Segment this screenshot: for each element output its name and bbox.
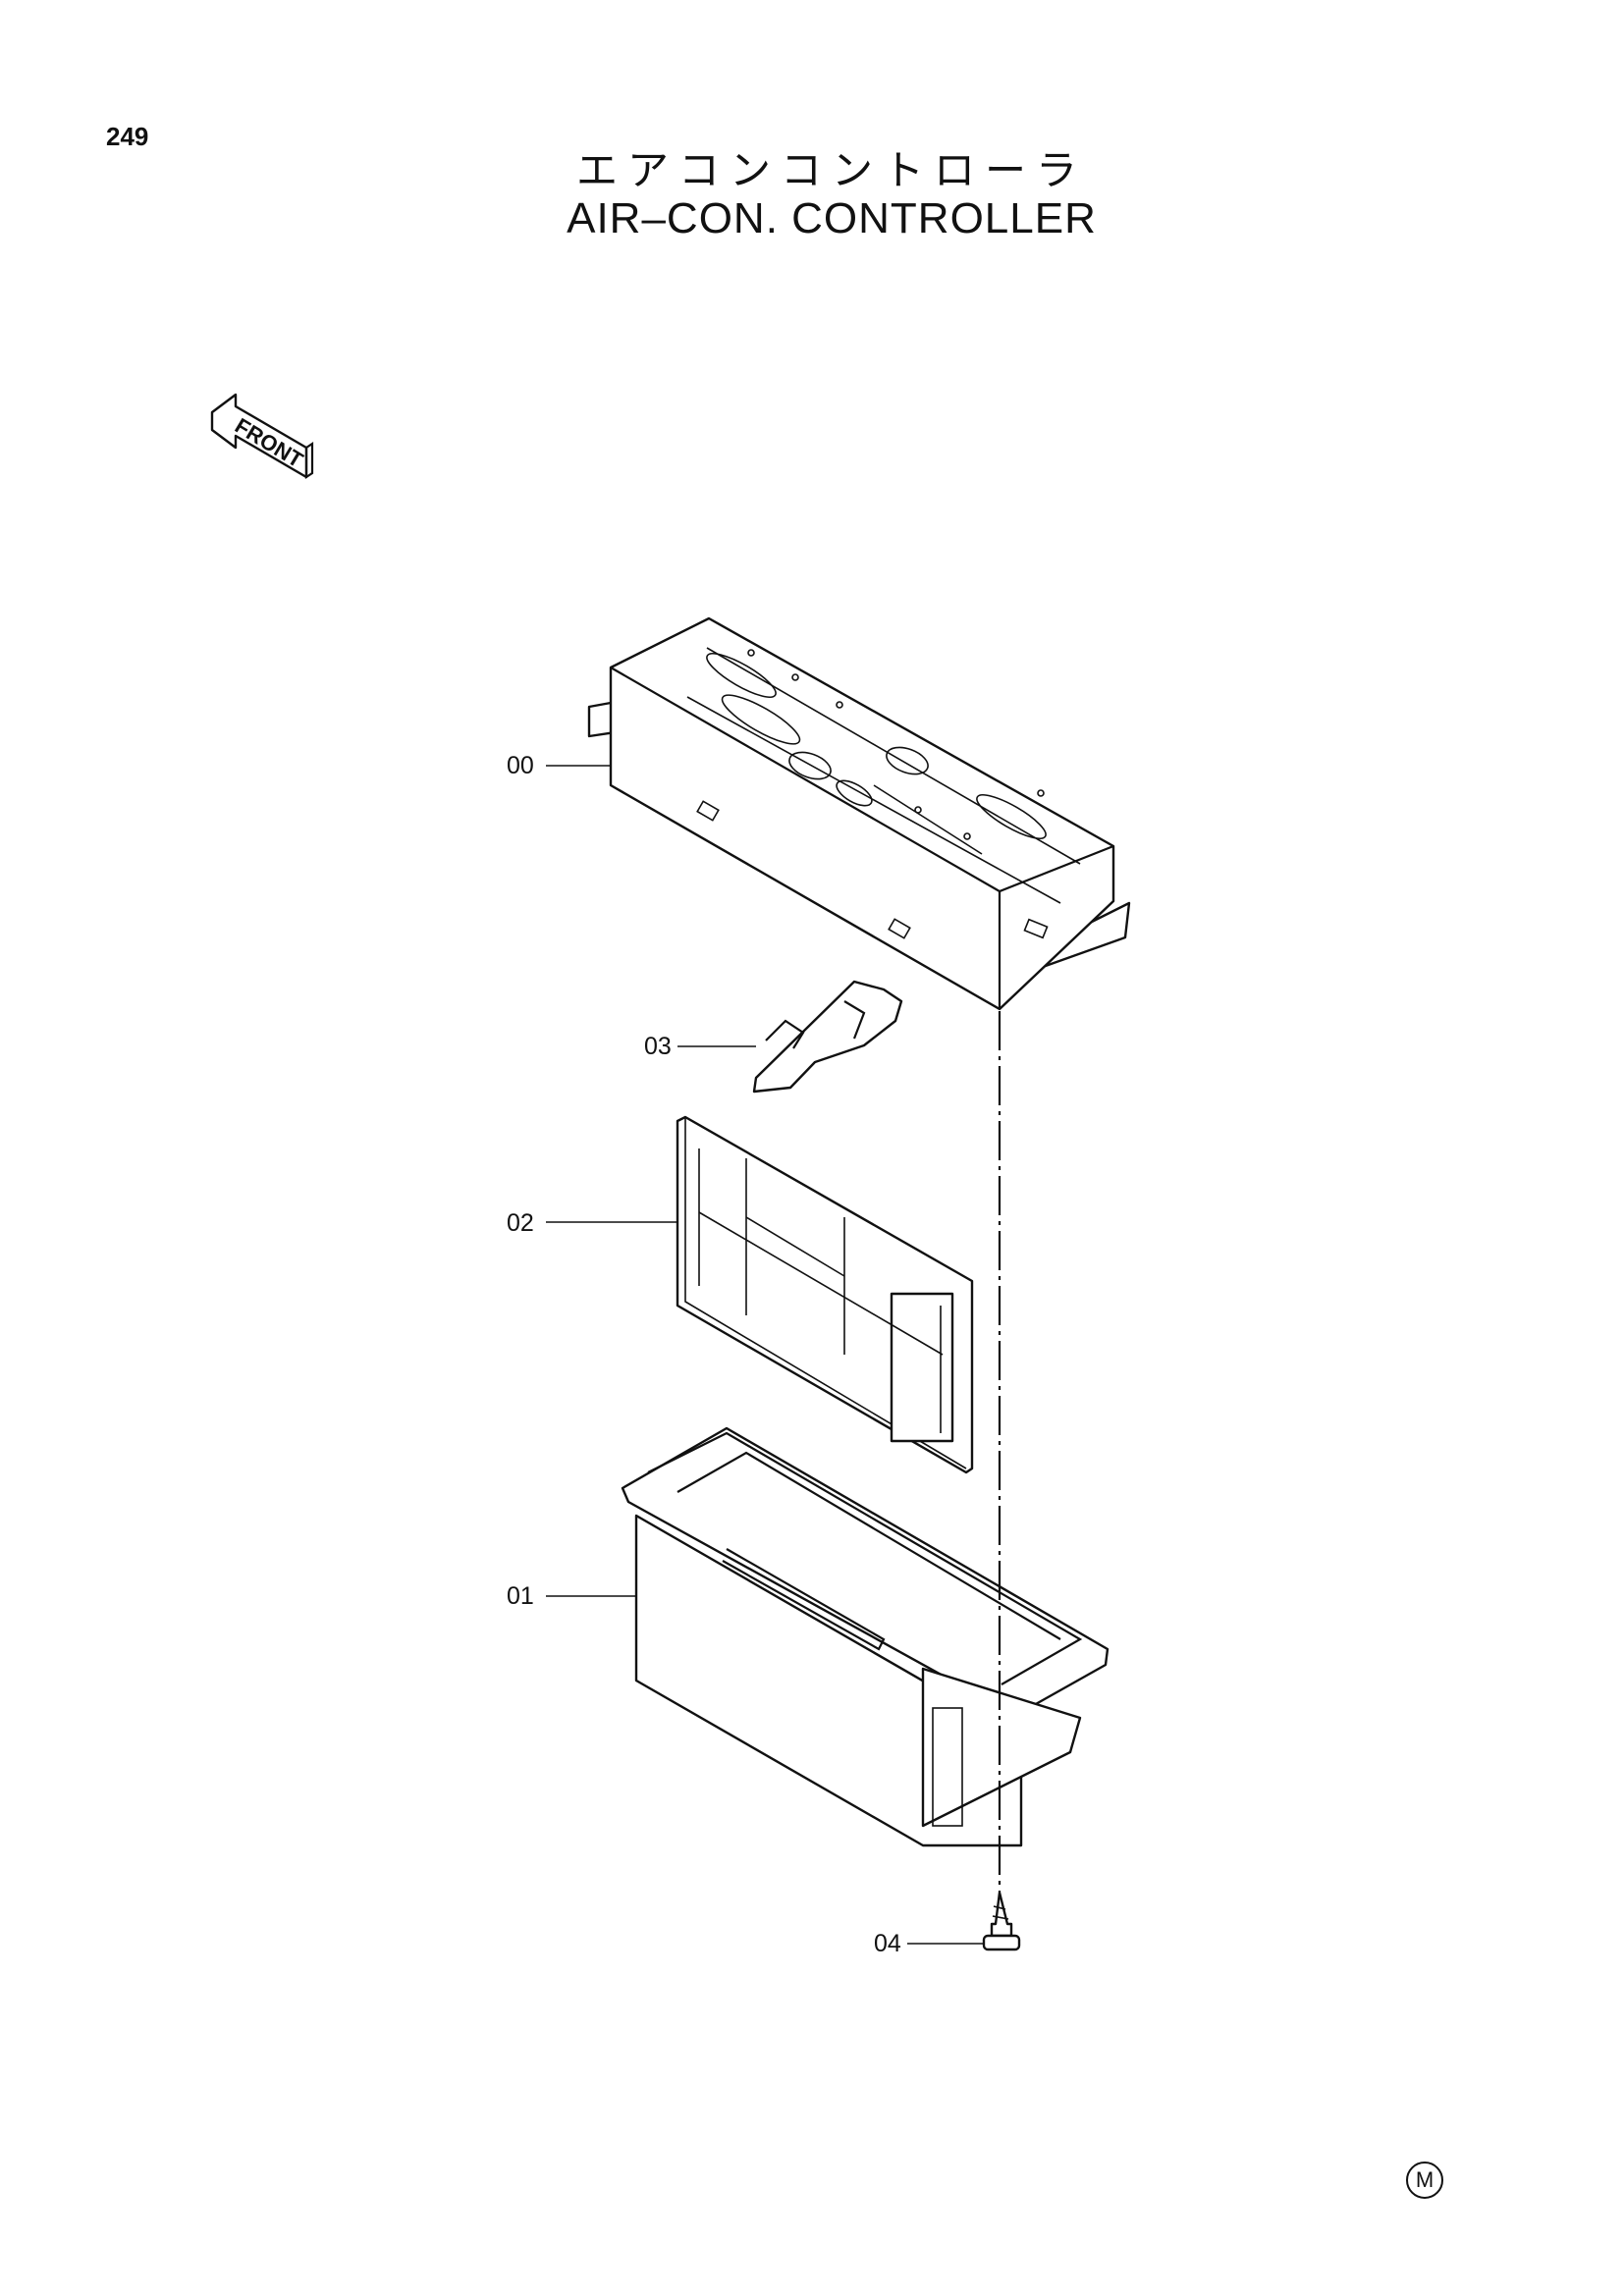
part-01-case [621,1426,1110,1847]
part-04-screw [982,1891,1021,1951]
callout-02: 02 [507,1209,534,1237]
callout-03: 03 [644,1033,672,1060]
front-arrow-icon: FRONT [210,393,314,480]
title-english: AIR–CON. CONTROLLER [567,194,1097,242]
page-number: 249 [106,122,149,151]
callout-04: 04 [874,1930,901,1957]
part-02-circuit-board [676,1115,974,1474]
part-00-controller-panel [587,616,1131,1011]
part-03-clamp [752,980,903,1094]
title-japanese: エアコンコントローラ [575,146,1087,194]
m-mark-symbol: M [1406,2162,1443,2199]
callout-01: 01 [507,1582,534,1610]
callout-00: 00 [507,752,534,779]
